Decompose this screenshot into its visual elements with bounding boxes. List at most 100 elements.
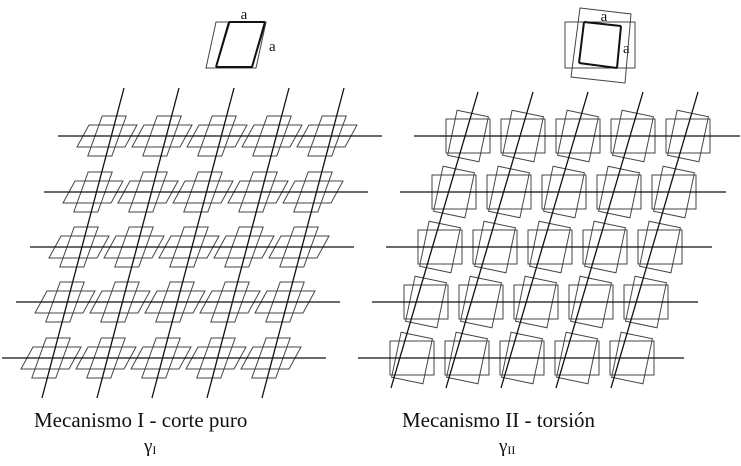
lattice-2-slanted-line [610,91,699,389]
lattice-2-cell-rotated [612,109,654,163]
unit-cell-2-side-label: a [623,41,630,57]
lattice-1-slanted-line [41,87,125,399]
lattice-1-cell-wide [268,235,330,259]
lattice-1-slanted-line [261,87,345,399]
mechanism-1-symbol-subscript: I [152,443,157,457]
lattice-1-cell-tall [142,115,182,157]
lattice-2-cell-rotated [488,165,530,219]
lattice-1-cell-tall [252,115,292,157]
mechanism-1-unit-cell: a a [205,7,276,69]
mechanism-1-symbol: γI [144,436,156,458]
lattice-1-cell-tall [265,281,305,323]
unit-cell-1-right-edge [251,21,266,68]
lattice-1-cell-wide [227,180,289,204]
unit-cell-2-reference-square [564,21,636,69]
lattice-1-cell-tall [307,115,347,157]
lattice-2-slanted-line [500,91,589,389]
unit-cell-1-side-label: a [269,39,276,55]
lattice-2-cell-rotated [529,220,571,274]
lattice-1-cell-tall [155,281,195,323]
lattice-1-slanted-line [151,87,235,399]
mechanism-2-unit-cell: a a [564,7,636,84]
lattice-1-cell-wide [103,235,165,259]
mechanism-2-lattice [358,91,740,389]
mechanism-2-caption: Mecanismo II - torsión [402,408,596,432]
lattice-2-cell-rotated [611,331,653,385]
mechanism-2-symbol-subscript: II [507,443,516,457]
lattice-1-cell-tall [293,171,333,213]
lattice-1-cell-tall [251,337,291,379]
lattice-2-slanted-line [555,91,644,389]
unit-cell-1-top-label: a [241,7,248,23]
lattice-1-cell-tall [279,226,319,268]
mechanism-1-caption: Mecanismo I - corte puro [34,408,248,432]
lattice-1-cell-tall [45,281,85,323]
lattice-2-cell-rotated [598,165,640,219]
unit-cell-2-bottom-edge [578,62,618,69]
lattice-1-cell-wide [254,290,316,314]
lattice-2-cell-rotated [570,275,612,329]
lattice-1-cell-tall [128,171,168,213]
unit-cell-1-left-edge [215,21,230,68]
unit-cell-2-top-label: a [601,9,608,25]
lattice-1-cell-wide [75,346,137,370]
lattice-1-cell-wide [296,124,358,148]
lattice-1-cell-wide [199,290,261,314]
lattice-2-cell-rotated [557,109,599,163]
lattice-1-slanted-line [206,87,290,399]
unit-cell-2-left-edge [578,21,585,64]
mechanism-1-symbol-gamma: γ [144,436,153,457]
lattice-2-cell-rotated [515,275,557,329]
lattice-1-cell-tall [86,337,126,379]
lattice-2-cell-rotated [405,275,447,329]
lattice-2-cell-rotated [447,109,489,163]
lattice-2-cell-rotated [653,165,695,219]
lattice-2-cell-rotated [460,275,502,329]
lattice-1-cell-wide [241,124,303,148]
unit-cell-2-rotated-square [570,7,632,84]
lattice-1-cell-tall [238,171,278,213]
lattice-1-cell-tall [31,337,71,379]
unit-cell-1-outer-parallelogram [205,21,267,69]
lattice-2-cell-rotated [391,331,433,385]
lattice-1-cell-tall [183,171,223,213]
lattice-2-cell-rotated [502,109,544,163]
lattice-1-cell-tall [100,281,140,323]
lattice-2-cell-rotated [667,109,709,163]
lattice-1-cell-wide [130,346,192,370]
lattice-2-cell-rotated [433,165,475,219]
unit-cell-2-right-edge [616,25,622,69]
lattice-1-cell-tall [224,226,264,268]
lattice-1-cell-tall [73,171,113,213]
lattice-1-cell-wide [117,180,179,204]
lattice-1-cell-wide [185,346,247,370]
lattice-1-cell-wide [213,235,275,259]
mechanism-2-symbol-gamma: γ [499,436,508,457]
lattice-2-cell-rotated [419,220,461,274]
lattice-1-cell-tall [196,337,236,379]
lattice-2-cell-rotated [501,331,543,385]
lattice-1-cell-tall [210,281,250,323]
lattice-1-cell-wide [20,346,82,370]
lattice-1-cell-wide [48,235,110,259]
lattice-1-slanted-line [96,87,180,399]
unit-cell-2-top-edge [583,21,622,27]
lattice-2-cell-rotated [584,220,626,274]
lattice-1-cell-tall [141,337,181,379]
lattice-2-slanted-line [445,91,534,389]
lattice-1-cell-wide [89,290,151,314]
lattice-1-cell-wide [186,124,248,148]
lattice-1-cell-wide [240,346,302,370]
lattice-1-cell-wide [76,124,138,148]
lattice-1-cell-wide [158,235,220,259]
lattice-1-cell-wide [172,180,234,204]
lattice-2-slanted-line [390,91,479,389]
lattice-1-cell-wide [62,180,124,204]
lattice-1-cell-tall [197,115,237,157]
lattice-1-cell-tall [114,226,154,268]
lattice-1-cell-tall [87,115,127,157]
lattice-1-cell-tall [169,226,209,268]
lattice-1-cell-wide [34,290,96,314]
mechanism-2-symbol: γII [499,436,515,458]
